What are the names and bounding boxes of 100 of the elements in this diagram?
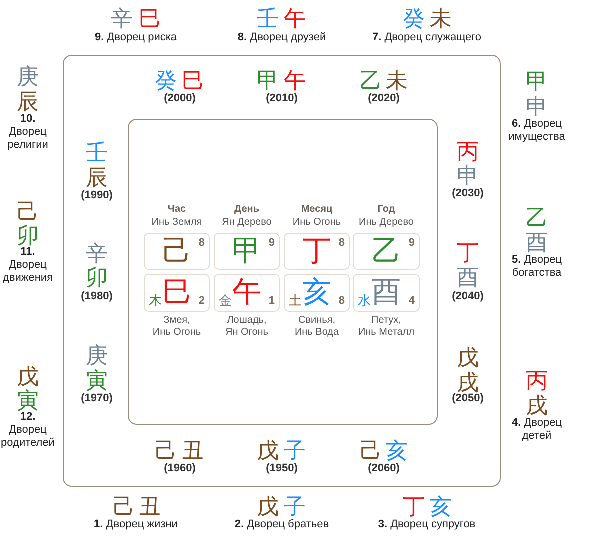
stem-character: 癸 <box>403 8 425 30</box>
pillar-cell <box>144 233 210 270</box>
branch-character: 子 <box>284 440 306 462</box>
stem-character: 甲 <box>257 70 279 92</box>
palace-label: 2. Дворец братьев <box>234 518 330 532</box>
branch-character: 戌 <box>457 372 479 394</box>
stem-character: 丙 <box>526 370 548 392</box>
palace-label: 11. Дворец движения <box>2 246 54 285</box>
element-character: 土 <box>289 294 302 307</box>
branch-character: 未 <box>386 70 408 92</box>
stem-character: 戊 <box>257 440 279 462</box>
branch-character: 亥 <box>386 440 408 462</box>
branch-character: 辰 <box>17 91 39 113</box>
branch-character: 酉 <box>526 232 548 254</box>
cell-number: 8 <box>338 238 345 249</box>
stem-character: 己 <box>360 440 382 462</box>
pillar-cell <box>353 233 420 270</box>
element-character: 木 <box>149 294 162 307</box>
palace-label: 6. Дворец имущества <box>508 118 566 144</box>
branch-character: 午 <box>232 278 262 308</box>
branch-character: 卯 <box>86 267 108 289</box>
year-label: (2000) <box>164 92 196 106</box>
year-label: (1980) <box>81 290 113 304</box>
year-label: (2060) <box>368 462 400 476</box>
column-heading: Час <box>168 204 186 216</box>
column-subheading: Инь Дерево <box>359 217 414 229</box>
cell-number: 4 <box>408 296 415 307</box>
branch-character: 午 <box>284 8 306 30</box>
stem-character: 戊 <box>257 496 279 518</box>
column-heading: Месяц <box>301 204 333 216</box>
stem-character: 丁 <box>457 242 479 264</box>
palace-label: 9. Дворец риска <box>94 32 178 44</box>
cell-number: 8 <box>198 238 205 249</box>
animal-caption: Свинья, Инь Вода <box>294 315 340 339</box>
year-label: (2010) <box>266 92 298 106</box>
year-label: (1990) <box>81 190 113 202</box>
branch-character: 丑 <box>139 496 161 518</box>
element-character: 金 <box>219 294 232 307</box>
stem-character: 乙 <box>360 70 382 92</box>
stem-character: 丙 <box>457 141 479 163</box>
stem-character: 乙 <box>526 207 548 229</box>
palace-label: 4. Дворец детей <box>510 417 564 443</box>
branch-character: 申 <box>457 165 479 187</box>
branch-character: 卯 <box>17 225 39 247</box>
year-label: (2020) <box>368 92 400 106</box>
branch-character: 子 <box>284 496 306 518</box>
year-label: (2040) <box>452 290 484 304</box>
branch-character: 辰 <box>86 167 108 189</box>
year-label: (1960) <box>164 462 196 476</box>
pillar-cell <box>353 274 420 312</box>
element-character: 水 <box>358 294 371 307</box>
year-label: (1950) <box>266 462 298 476</box>
pillar-cell <box>284 274 350 312</box>
stem-character: 乙 <box>372 237 401 266</box>
stem-character: 丁 <box>302 237 332 266</box>
column-subheading: Ян Дерево <box>222 217 272 229</box>
palace-label: 10. Дворец религии <box>6 113 50 152</box>
inner-frame <box>128 119 438 425</box>
pillar-cell <box>214 233 280 270</box>
stem-character: 丁 <box>403 496 425 518</box>
cell-number: 2 <box>198 296 205 307</box>
branch-character: 酉 <box>457 267 479 289</box>
pillar-cell <box>284 233 350 270</box>
cell-number: 1 <box>268 296 275 307</box>
branch-character: 寅 <box>17 390 39 412</box>
branch-character: 巳 <box>182 70 204 92</box>
branch-character: 丑 <box>182 440 204 462</box>
outer-frame <box>63 55 501 487</box>
palace-label: 5. Дворец богатства <box>510 254 564 280</box>
cell-number: 9 <box>408 238 415 249</box>
palace-label: 3. Дворец супругов <box>378 518 476 532</box>
palace-label: 12. Дворец родителей <box>0 411 56 450</box>
pillar-cell <box>214 274 280 312</box>
column-heading: Год <box>378 204 396 216</box>
cell-number: 9 <box>268 238 275 249</box>
branch-character: 亥 <box>430 496 452 518</box>
stem-character: 壬 <box>86 142 108 164</box>
branch-character: 寅 <box>86 370 108 392</box>
branch-character: 酉 <box>372 278 401 308</box>
branch-character: 午 <box>284 70 306 92</box>
palace-label: 7. Дворец служащего <box>372 32 482 44</box>
stem-character: 庚 <box>86 345 108 367</box>
stem-character: 癸 <box>155 70 177 92</box>
branch-character: 戌 <box>526 395 548 417</box>
stem-character: 己 <box>17 201 39 223</box>
stem-character: 己 <box>113 496 135 518</box>
branch-character: 未 <box>430 8 452 30</box>
year-label: (2050) <box>452 392 484 406</box>
stem-character: 己 <box>155 440 177 462</box>
animal-caption: Змея, Инь Огонь <box>152 315 202 339</box>
branch-character: 巳 <box>162 278 192 308</box>
column-subheading: Инь Земля <box>152 217 202 229</box>
animal-caption: Лошадь, Ян Огонь <box>225 315 269 339</box>
cell-number: 8 <box>338 296 345 307</box>
year-label: (2030) <box>452 188 484 200</box>
stem-character: 辛 <box>86 243 108 265</box>
stem-character: 甲 <box>232 237 262 266</box>
stem-character: 甲 <box>526 71 548 93</box>
palace-label: 8. Дворец друзей <box>238 32 326 44</box>
palace-label: 1. Дворец жизни <box>94 518 178 532</box>
